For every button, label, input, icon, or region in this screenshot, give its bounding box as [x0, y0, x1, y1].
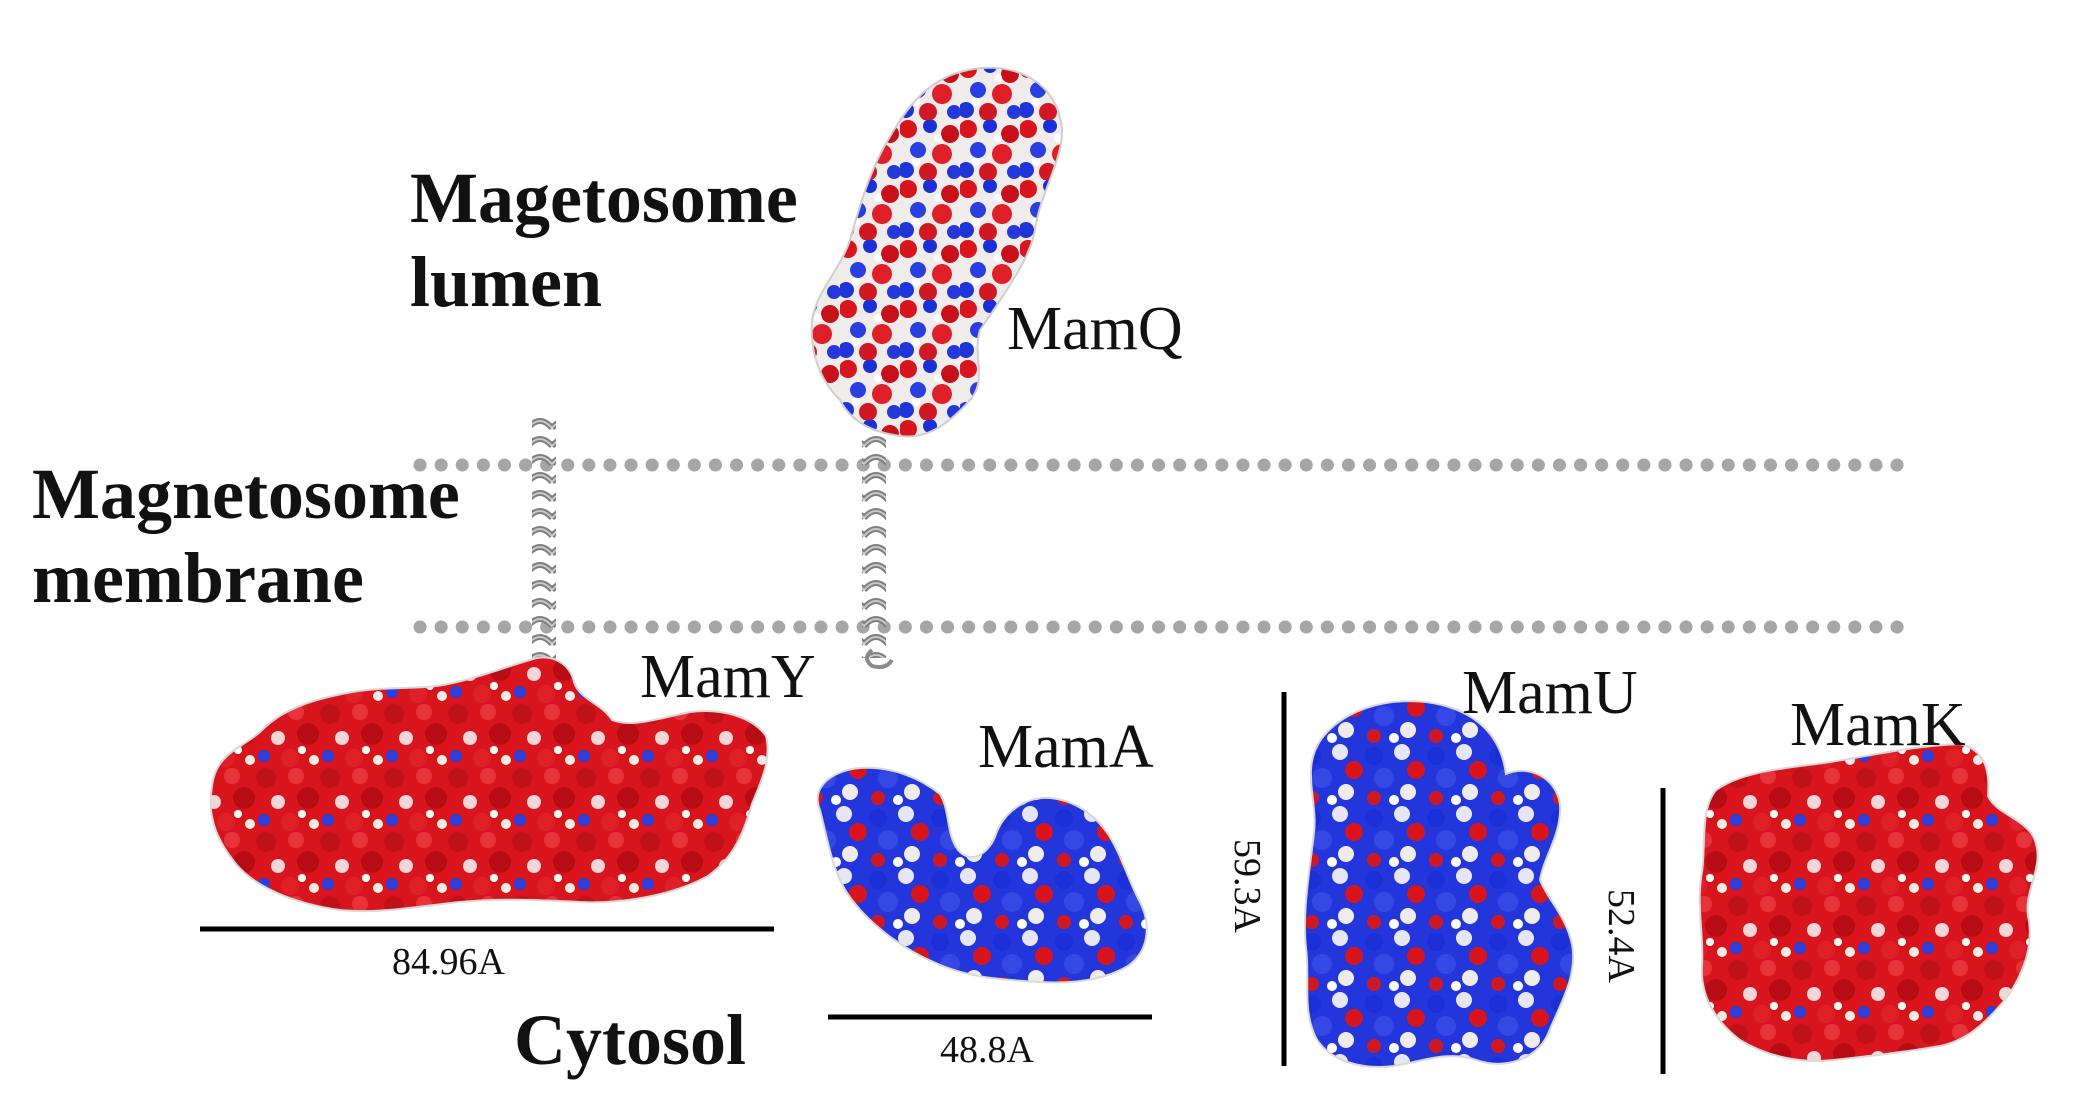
- lumen-label: Magetosome lumen: [410, 156, 798, 324]
- mamu-surface: [1303, 700, 1575, 1068]
- mama-surface: [816, 766, 1148, 984]
- mamy-measure-label: 84.96A: [392, 941, 505, 983]
- mamq-helix-tail: [865, 648, 894, 670]
- mamk-surface: [1698, 742, 2039, 1062]
- membrane-label-line2: membrane: [32, 538, 364, 618]
- mamu-label: MamU: [1462, 659, 1638, 727]
- mamq-helix: [862, 430, 886, 658]
- mamk-measure-label: 52.4A: [1600, 889, 1642, 983]
- lumen-label-line1: Magetosome: [410, 158, 798, 238]
- membrane-label-line1: Magnetosome: [32, 454, 460, 534]
- mamu-measure-label: 59.3A: [1226, 839, 1268, 933]
- lumen-label-line2: lumen: [410, 242, 603, 322]
- mamy-helix: [532, 418, 556, 664]
- cytosol-label: Cytosol: [514, 1000, 746, 1080]
- mamy-surface: [209, 656, 769, 913]
- membrane-boundaries: [413, 458, 1922, 634]
- mamk-label: MamK: [1790, 691, 1966, 759]
- mamq-label: MamQ: [1007, 295, 1183, 363]
- mamq-surface: [810, 66, 1063, 438]
- mama-label: MamA: [978, 713, 1154, 781]
- measurement-bars: [200, 692, 1666, 1074]
- membrane-label: Magnetosome membrane: [32, 452, 460, 620]
- mamy-label: MamY: [640, 643, 816, 711]
- mama-measure-label: 48.8A: [940, 1029, 1034, 1071]
